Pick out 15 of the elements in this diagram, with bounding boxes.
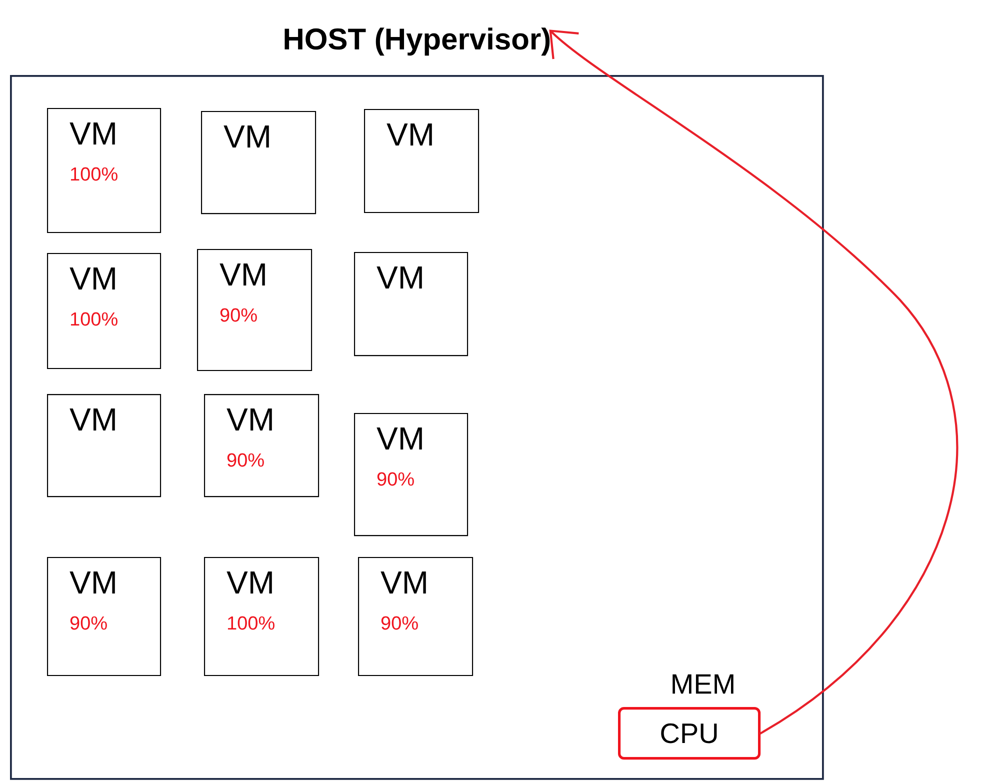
vm-box: VM 100% bbox=[47, 108, 162, 234]
vm-box: VM 90% bbox=[47, 557, 162, 676]
vm-box: VM 100% bbox=[47, 253, 162, 370]
vm-box: VM 90% bbox=[204, 394, 320, 498]
vm-box: VM bbox=[354, 252, 468, 356]
vm-box: VM bbox=[364, 109, 480, 214]
vm-box: VM 100% bbox=[204, 557, 320, 676]
vm-box: VM 90% bbox=[197, 249, 312, 372]
arrow bbox=[549, 30, 958, 734]
vm-box: VM bbox=[201, 111, 316, 214]
vm-box: VM 90% bbox=[354, 413, 468, 536]
vm-box: VM bbox=[47, 394, 162, 498]
cpu-box: CPU bbox=[618, 707, 761, 760]
vm-box: VM 90% bbox=[358, 557, 474, 676]
node-label: HOST (Hypervisor) bbox=[284, 28, 550, 56]
